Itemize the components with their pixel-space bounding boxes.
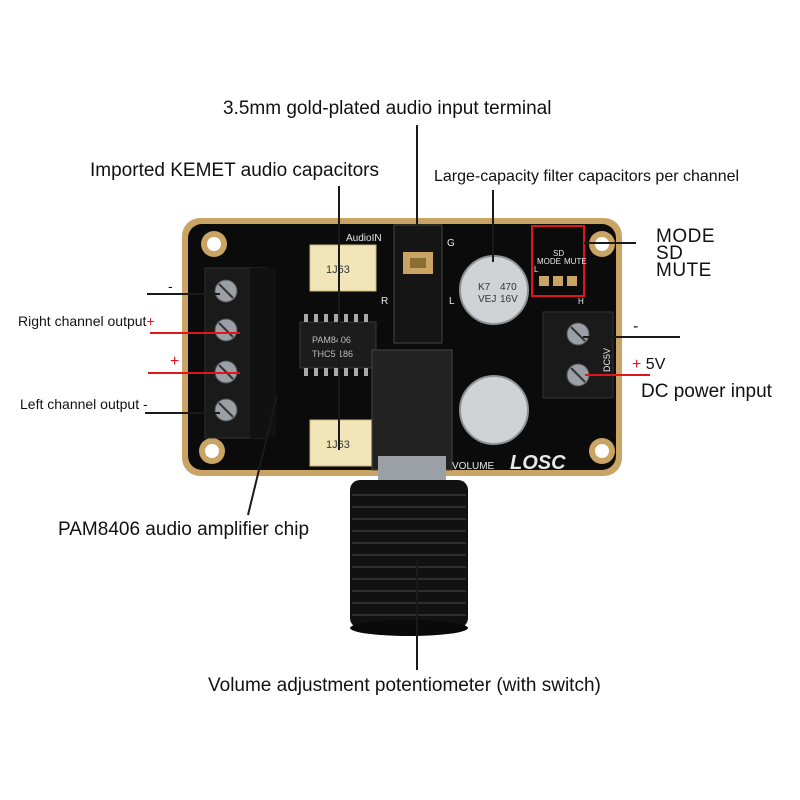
power-terminal-block xyxy=(542,311,614,399)
silk-cap-text-bottom: 1J63 xyxy=(326,439,350,451)
label-left-plus: + xyxy=(170,353,180,370)
header-label-mode: MODE xyxy=(537,257,561,266)
silk-g: G xyxy=(447,238,455,249)
callout-lines xyxy=(145,125,680,670)
label-potentiometer: Volume adjustment potentiometer (with sw… xyxy=(208,675,601,696)
silk-cap-text-top: 1J63 xyxy=(326,264,350,276)
label-kemet-capacitors: Imported KEMET audio capacitors xyxy=(90,160,380,181)
label-sd: SD xyxy=(656,243,684,264)
label-right-channel-output: Right channel output+ xyxy=(18,313,155,329)
red-callout-lines xyxy=(148,332,650,376)
right-channel-output-text: Right channel output xyxy=(18,313,147,329)
electrolytic-capacitors xyxy=(459,255,529,445)
power-plus: + xyxy=(632,356,642,373)
label-left-channel-output: Left channel output - xyxy=(20,396,148,412)
label-power-minus: - xyxy=(633,318,639,335)
elec-cap-line-vej: VEJ xyxy=(478,294,496,305)
label-power-plus-5v: + 5V xyxy=(632,356,665,374)
silk-r: R xyxy=(381,296,388,307)
silk-volume: VOLUME xyxy=(452,461,495,472)
audio-jack xyxy=(393,224,443,344)
silk-l: L xyxy=(449,296,455,307)
silk-power: DC5V xyxy=(602,348,612,372)
header-label-mute: MUTE xyxy=(564,257,587,266)
label-mode: MODE xyxy=(656,226,715,247)
silk-brand: LOSC xyxy=(510,452,566,474)
header-side-h: H xyxy=(578,297,584,306)
output-terminal-block xyxy=(204,267,276,439)
silk-chip-line1: PAM8406 xyxy=(312,335,351,345)
right-channel-plus: + xyxy=(146,313,155,329)
label-filter-capacitors: Large-capacity filter capacitors per cha… xyxy=(434,168,740,185)
silkscreen: AudioIN G R L VOLUME LOSC PAM8406 THC5 1… xyxy=(312,233,612,474)
potentiometer xyxy=(350,349,468,636)
power-5v: 5V xyxy=(645,356,666,373)
header-label-sd: SD xyxy=(553,249,564,258)
silk-chip-line2: THC5 186 xyxy=(312,349,353,359)
label-dc-power-input: DC power input xyxy=(641,381,772,402)
label-audio-input-terminal: 3.5mm gold-plated audio input terminal xyxy=(223,98,552,119)
elec-cap-line-16v: 16V xyxy=(500,294,518,305)
header-side-l: L xyxy=(534,265,539,274)
label-mute: MUTE xyxy=(656,260,712,281)
label-amp-chip: PAM8406 audio amplifier chip xyxy=(58,519,310,540)
mode-pin-header xyxy=(531,225,585,297)
label-minus-top: - xyxy=(168,278,173,294)
silk-audio-in: AudioIN xyxy=(346,233,382,244)
elec-cap-line-k7: K7 xyxy=(478,282,491,293)
mounting-holes xyxy=(199,231,615,464)
elec-cap-line-470: 470 xyxy=(500,282,517,293)
kemet-capacitors xyxy=(309,244,377,467)
